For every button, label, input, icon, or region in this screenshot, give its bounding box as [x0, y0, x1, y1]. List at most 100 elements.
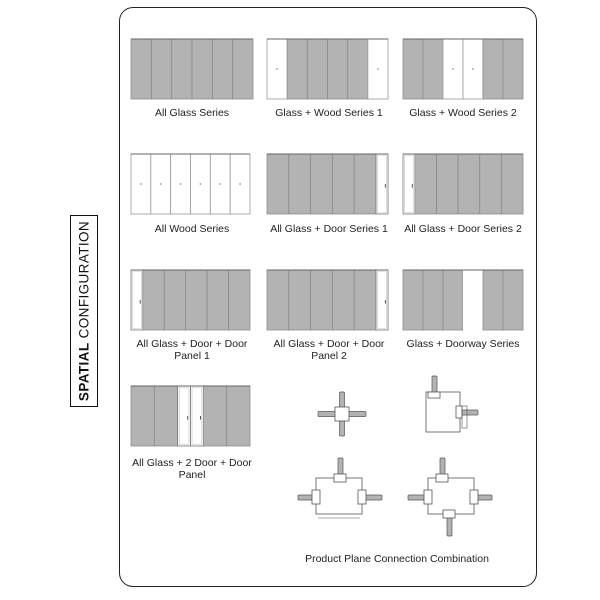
enclosure — [427, 477, 475, 515]
door-leaf — [178, 387, 190, 445]
arm-right-clip — [455, 405, 463, 419]
caption-all-glass-door-door-panel-2: All Glass + Door + Door Panel 2 — [262, 338, 396, 362]
arm-right-clip — [469, 489, 479, 505]
glass-panel — [288, 153, 312, 215]
door-panel — [130, 269, 144, 331]
panel-drawing-10 — [130, 385, 251, 447]
caption-product-plane-connection: Product Plane Connection Combination — [305, 553, 489, 565]
door-panel — [190, 385, 204, 447]
wood-panel-mark — [472, 68, 474, 70]
glass-panel — [202, 385, 228, 447]
glass-panel — [482, 269, 504, 331]
glass-panel — [266, 269, 290, 331]
caption-line-2: Panel 1 — [174, 350, 210, 362]
configuration-frame — [119, 7, 537, 587]
doorway-gap — [463, 270, 483, 330]
panel-drawing-6 — [402, 153, 524, 215]
caption-line-2: Panel — [178, 469, 206, 481]
panel-drawing-9 — [402, 269, 524, 331]
arm-top-clip — [435, 473, 449, 483]
glass-panel — [353, 153, 377, 215]
glass-panel — [228, 269, 251, 331]
enclosure — [425, 391, 461, 433]
arm-right — [459, 409, 479, 416]
panel-drawing-8 — [266, 269, 389, 331]
wood-panel-mark — [377, 68, 379, 70]
glass-panel — [288, 269, 312, 331]
glass-panel — [153, 385, 179, 447]
wood-panel-mark — [199, 183, 202, 185]
glass-panel — [442, 269, 464, 331]
door-panel — [402, 153, 416, 215]
arm-left-clip — [423, 489, 433, 505]
glass-panel — [402, 269, 424, 331]
door-panel — [375, 269, 389, 331]
glass-panel — [130, 38, 152, 100]
glass-panel — [479, 153, 502, 215]
glass-panel — [347, 38, 369, 100]
wood-panel-mark — [179, 183, 182, 185]
caption-all-glass-2-door-door-panel: All Glass + 2 Door + Door Panel — [122, 457, 262, 481]
caption-line-1: All Glass + 2 Door + Door — [132, 457, 252, 469]
door-leaf — [377, 271, 387, 329]
glass-panel — [436, 153, 459, 215]
panel-drawing-4 — [130, 153, 251, 215]
door-leaf — [132, 271, 142, 329]
glass-panel — [422, 269, 444, 331]
caption-all-wood-series: All Wood Series — [154, 223, 230, 235]
glass-panel — [500, 153, 524, 215]
connection-cross — [317, 391, 367, 437]
glass-panel — [310, 269, 333, 331]
glass-panel — [266, 153, 290, 215]
glass-panel — [211, 38, 234, 100]
glass-panel — [422, 38, 444, 100]
glass-panel — [402, 38, 424, 100]
caption-all-glass-door-series-2: All Glass + Door Series 2 — [404, 223, 522, 235]
arm-top-clip — [427, 391, 441, 399]
glass-panel — [310, 153, 333, 215]
arm-right-clip — [357, 489, 367, 505]
glass-panel — [130, 385, 155, 447]
arm-top — [431, 375, 438, 395]
wood-panel-mark — [140, 183, 142, 185]
spatial-configuration-label: SPATIAL CONFIGURATION — [70, 215, 98, 407]
connection-box-two-arms — [425, 375, 479, 433]
glass-panel — [171, 38, 193, 100]
glass-panel — [332, 153, 355, 215]
door-leaf — [191, 387, 203, 445]
wood-panel-mark — [452, 68, 454, 70]
wood-panel-mark — [239, 183, 241, 185]
door-panel — [177, 385, 191, 447]
caption-all-glass-door-door-panel-1: All Glass + Door + Door Panel 1 — [126, 338, 258, 362]
enclosure — [315, 477, 363, 515]
glass-panel — [482, 38, 504, 100]
panel-drawing-2 — [266, 38, 389, 100]
arm-top-clip — [333, 473, 347, 483]
caption-glass-wood-series-2: Glass + Wood Series 2 — [409, 107, 517, 119]
glass-panel — [502, 269, 524, 331]
door-leaf — [377, 155, 387, 213]
caption-glass-doorway-series: Glass + Doorway Series — [406, 338, 520, 350]
connector-hub — [334, 406, 350, 422]
glass-panel — [142, 269, 165, 331]
glass-panel — [502, 38, 524, 100]
door-panel — [375, 153, 389, 215]
caption-line-1: All Glass + Door + Door — [136, 338, 248, 350]
glass-panel — [286, 38, 308, 100]
glass-panel — [332, 269, 355, 331]
glass-panel — [191, 38, 213, 100]
caption-line-1: All Glass + Door + Door — [273, 338, 385, 350]
connection-box-three-arms — [297, 457, 383, 519]
caption-all-glass-series: All Glass Series — [154, 107, 230, 119]
caption-all-glass-door-series-1: All Glass + Door Series 1 — [270, 223, 388, 235]
side-jamb — [461, 405, 468, 429]
wood-panel-mark — [219, 183, 222, 185]
wood-panel-mark — [276, 68, 278, 70]
glass-panel — [150, 38, 173, 100]
panel-drawing-5 — [266, 153, 389, 215]
glass-panel — [185, 269, 208, 331]
door-leaf — [404, 155, 414, 213]
arm-left-clip — [311, 489, 321, 505]
panel-drawing-1 — [130, 38, 254, 100]
glass-panel — [226, 385, 251, 447]
